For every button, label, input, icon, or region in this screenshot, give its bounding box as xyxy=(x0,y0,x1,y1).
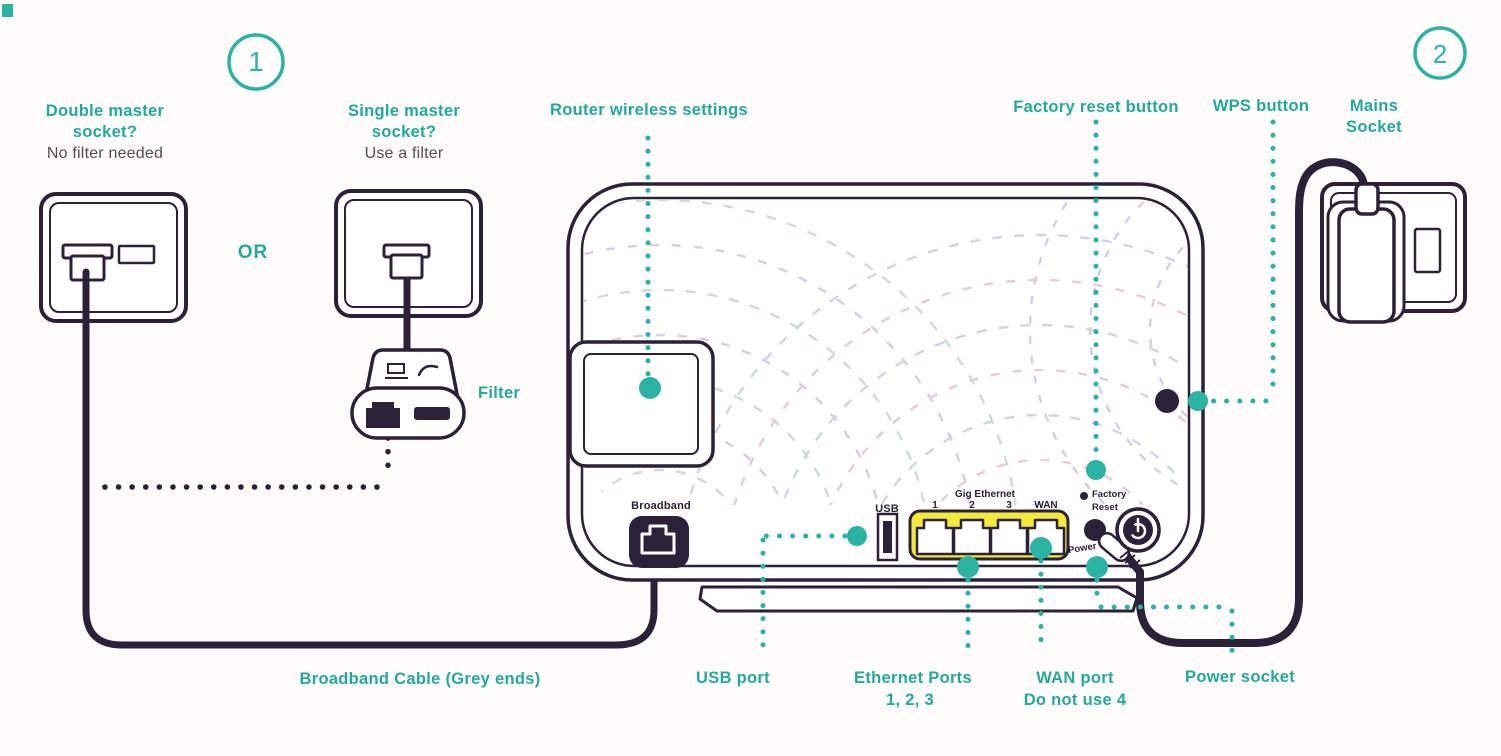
mains-socket-label-line1: Mains xyxy=(1349,97,1399,115)
mains-socket-label-line2: Socket xyxy=(1346,118,1402,136)
usb-callout-line xyxy=(760,533,848,656)
power-socket-label: Power socket xyxy=(1185,668,1295,686)
filter-slot-icon xyxy=(414,407,450,420)
callout-dots xyxy=(639,377,1208,578)
wps-button-label: WPS button xyxy=(1212,97,1310,115)
power-adapter-icon xyxy=(1337,207,1396,324)
wireless-settings-panel xyxy=(568,340,715,468)
broadband-cable xyxy=(82,268,658,649)
port2-caption: 2 xyxy=(969,500,975,511)
filter-rj11-port-icon xyxy=(366,402,400,428)
usb-port-label: USB port xyxy=(696,669,770,687)
router-illustration xyxy=(566,182,1205,613)
double-master-subtitle: No filter needed xyxy=(46,145,164,162)
callout-dotted-lines xyxy=(645,119,1276,656)
single-master-subtitle: Use a filter xyxy=(364,145,444,162)
wan-caption: WAN xyxy=(1034,500,1058,511)
light-switch-icon xyxy=(1413,227,1442,274)
broadband-port-icon xyxy=(629,516,689,568)
filter-label: Filter xyxy=(478,384,521,402)
broadband-port-caption: Broadband xyxy=(631,500,691,512)
wan-port-label-line1: WAN port xyxy=(1036,669,1114,687)
ethernet-ports-label-line2: 1, 2, 3 xyxy=(886,691,934,709)
blank-socket-slot xyxy=(117,244,156,265)
step1-circle-icon xyxy=(227,33,285,91)
filter-cable-dotted xyxy=(94,435,391,490)
power-callout-line xyxy=(1094,577,1235,654)
step2-circle-icon xyxy=(1413,26,1467,80)
broadband-cable-label: Broadband Cable (Grey ends) xyxy=(299,670,541,688)
usb-caption: USB xyxy=(875,503,899,515)
router-stand xyxy=(698,585,1139,613)
port3-caption: 3 xyxy=(1006,500,1012,511)
usb-port-icon xyxy=(876,512,899,562)
double-master-socket-illustration xyxy=(39,192,188,323)
power-socket-icon xyxy=(1084,519,1141,569)
single-socket-plug-icon xyxy=(382,243,431,280)
usb-callout-dot xyxy=(847,526,867,546)
phone-handset-icon xyxy=(417,364,439,377)
gig-ethernet-caption: Gig Ethernet xyxy=(954,489,1016,500)
factory-reset-pinhole-icon xyxy=(1080,492,1088,500)
factory-caption-line2: Reset xyxy=(1092,502,1118,513)
wps-button-icon xyxy=(1155,389,1179,413)
step2-number: 2 xyxy=(1432,39,1448,69)
mains-socket-illustration xyxy=(1320,182,1467,324)
wireless-callout-dot xyxy=(639,377,661,399)
or-label: OR xyxy=(237,242,269,263)
ethernet-callout-dot xyxy=(957,556,979,578)
wan-port-label-line2: Do not use 4 xyxy=(1023,691,1127,709)
mini-socket-icon xyxy=(387,363,405,374)
wps-callout-dot xyxy=(1188,391,1208,411)
single-master-title: Single master socket? xyxy=(347,102,461,141)
power-cable xyxy=(1120,158,1368,647)
ethernet-ports-label-line1: Ethernet Ports xyxy=(854,669,972,687)
scan-corner-mark xyxy=(2,4,13,17)
router-wireless-label: Router wireless settings xyxy=(550,101,748,119)
power-callout-dot xyxy=(1086,556,1108,578)
step1-number: 1 xyxy=(248,46,264,77)
wps-callout-line xyxy=(1209,119,1276,404)
port1-caption: 1 xyxy=(932,500,938,511)
double-master-title: Double master socket? xyxy=(45,102,165,141)
ethernet-block xyxy=(908,509,1070,561)
swirl-pattern xyxy=(584,200,1189,505)
filter-illustration xyxy=(350,348,466,440)
factory-caption-line1: Factory xyxy=(1092,489,1127,500)
factory-reset-callout-dot xyxy=(1086,460,1106,480)
factory-reset-button-label: Factory reset button xyxy=(1013,98,1179,116)
power-button-icon xyxy=(1115,507,1161,553)
wan-callout-dot xyxy=(1030,537,1052,559)
